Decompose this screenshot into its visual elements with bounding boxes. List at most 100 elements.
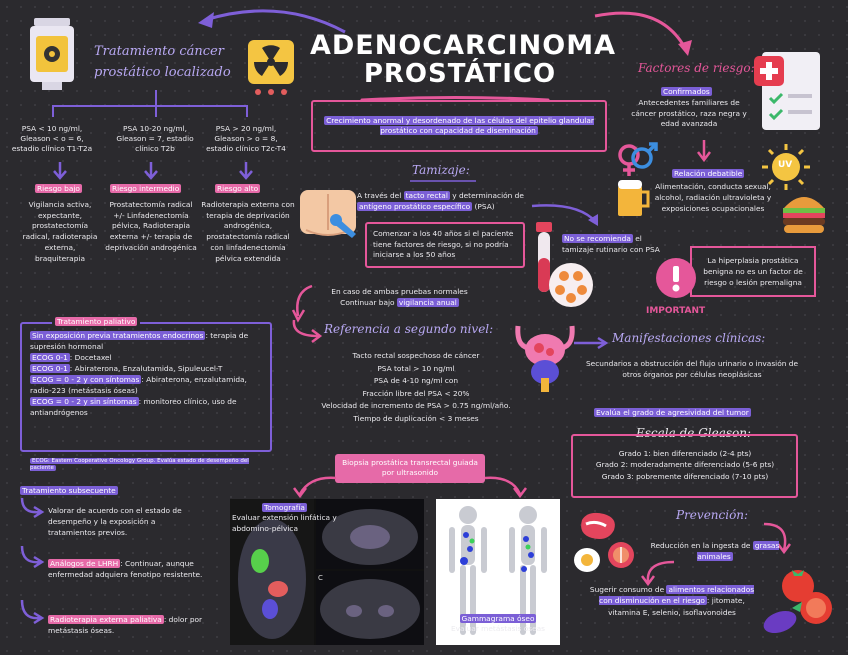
buttocks-icon <box>298 186 360 242</box>
intermediate-risk-criteria: PSA 10-20 ng/ml, Gleason = 7, estadio cl… <box>116 124 194 153</box>
high-risk-criteria: PSA > 20 ng/ml, Gleason > o = 8, estadio… <box>206 124 286 153</box>
prostate-icon <box>514 322 576 392</box>
gleason-list: Grado 1: bien diferenciado (2-4 pts) Gra… <box>576 448 794 482</box>
subsequent-item-2: Análogos de LHRH: Continuar, aunque enfe… <box>48 559 203 580</box>
referral-item: PSA total > 10 ng/ml <box>377 363 455 373</box>
blood-cells-icon <box>546 262 596 308</box>
tree-mid <box>155 105 157 117</box>
low-risk-criteria: PSA < 10 ng/ml, Gleason < o = 6, estadio… <box>11 124 93 153</box>
referral-item: PSA de 4-10 ng/ml con <box>373 376 459 386</box>
biopsy-arrows <box>293 476 527 498</box>
prevention-arrow-1 <box>763 522 791 555</box>
manifestations-text: Secundarios a obstrucción del flujo urin… <box>585 359 799 380</box>
prevention-heading: Prevención: <box>676 508 749 522</box>
debatable-text: Alimentación, conducta sexual, alcohol, … <box>654 182 772 214</box>
arrow-to-manifestations <box>574 336 609 350</box>
prevention-arrow-2 <box>641 560 675 587</box>
gender-icon <box>614 140 658 180</box>
palliative-list: Sin exposición previa tratamientos endoc… <box>30 331 266 419</box>
tomato-icon <box>772 562 836 626</box>
risk-factors-heading: Factores de riesgo: <box>638 61 755 75</box>
subsequent-arrows <box>20 497 45 625</box>
screening-age-box: Comenzar a los 40 años si el paciente ti… <box>365 222 525 269</box>
tree-right <box>246 105 248 117</box>
prevention-line1: Reducción en la ingesta de grasas animal… <box>650 541 780 562</box>
manifestations-heading: Manifestaciones clínicas: <box>612 331 766 345</box>
high-risk-treatment: Radioterapia externa con terapia de depr… <box>201 200 295 263</box>
treatment-localized-heading: Tratamiento cáncer prostático localizado <box>94 44 231 80</box>
palliative-item: ECOG = 0 - 2 y sin síntomas: monitoreo c… <box>30 396 237 417</box>
uv-label: UV <box>778 160 793 170</box>
gleason-box <box>571 434 798 498</box>
tomography-image <box>230 499 424 645</box>
referral-item: Velocidad de incremento de PSA > 0.75 ng… <box>321 401 511 411</box>
confirmed-label: Confirmados <box>661 87 712 96</box>
annual-surveillance-text: En caso de ambas pruebas normales Contin… <box>331 287 468 307</box>
not-recommended-text: No se recomienda el tamizaje rutinario c… <box>562 234 660 254</box>
gleason-item: Grado 2: moderadamente diferenciado (5-6… <box>595 460 775 470</box>
arrow-to-treatment <box>198 9 346 34</box>
tree-left <box>52 105 54 117</box>
tree-branch <box>52 105 248 107</box>
tree-trunk <box>155 90 157 106</box>
palliative-item: ECOG 0-1: Abiraterona, Enzalutamida, Sip… <box>30 363 223 373</box>
beer-icon <box>614 178 652 218</box>
referral-item: Fracción libre del PSA < 20% <box>362 388 470 398</box>
definition-text: Crecimiento anormal y desordenado de las… <box>324 116 594 135</box>
screening-text: A través del tacto rectal y determinació… <box>357 191 524 212</box>
low-risk-treatment: Vigilancia activa, expectante, prostatec… <box>22 200 98 263</box>
arrow-to-referral <box>292 319 323 343</box>
gleason-item: Grado 1: bien diferenciado (2-4 pts) <box>618 449 752 458</box>
bone-scan-image <box>436 499 560 645</box>
sun-uv-icon <box>760 142 812 192</box>
subsequent-item-3: Radioterapia externa paliativa: dolor po… <box>48 615 203 636</box>
referral-list: Tacto rectal sospechoso de cáncer PSA to… <box>300 350 532 425</box>
page-title: ADENOCARCINOMA PROSTÁTICO <box>310 30 616 89</box>
referral-item: Tacto rectal sospechoso de cáncer <box>352 351 480 360</box>
palliative-heading: Tratamiento paliativo <box>52 317 141 327</box>
ecog-footnote: ECOG: Eastern Cooperative Oncology Group… <box>30 458 249 472</box>
confirmed-text: Antecedentes familiares de cáncer prostá… <box>631 98 747 129</box>
tomography-caption: Tomografía Evaluar extensión linfática y… <box>232 503 337 533</box>
palliative-item: ECOG = 0 - 2 y con síntomas: Abiraterona… <box>30 374 247 395</box>
palliative-box <box>20 322 272 452</box>
eggplant-icon <box>762 600 806 636</box>
debatable-label: Relación debatible <box>672 169 745 178</box>
egg-icon <box>572 544 602 574</box>
steak-icon <box>578 510 618 542</box>
screening-underline <box>410 180 476 182</box>
important-label: IMPORTANT <box>646 306 706 316</box>
radiation-icon <box>244 38 298 98</box>
tomography-panel-c: C <box>318 574 323 582</box>
definition-box: Crecimiento anormal y desordenado de las… <box>311 100 607 152</box>
prevention-line2: Sugerir consumo de alimentos relacionado… <box>589 585 755 617</box>
subsequent-heading: Tratamiento subsecuente <box>20 486 118 495</box>
arrow-to-not-recommended <box>531 204 598 226</box>
title-line1: ADENOCARCINOMA <box>310 30 616 61</box>
arrow-to-annual <box>291 284 313 323</box>
arrow-to-debatable <box>697 140 711 163</box>
biopsy-box: Biopsia prostática transrectal guiada po… <box>335 454 485 483</box>
important-box: La hiperplasia prostática benigna no es … <box>690 246 816 298</box>
gleason-item: Grado 3: pobremente diferenciado (7-10 p… <box>601 471 769 481</box>
referral-heading: Referencia a segundo nivel: <box>324 322 494 336</box>
intermediate-risk-treatment: Prostatectomía radical +/- Linfadenectom… <box>105 200 197 252</box>
drug-vial-icon <box>28 18 76 90</box>
important-icon <box>654 256 698 306</box>
title-underline <box>360 96 550 102</box>
referral-item: Tiempo de duplicación < 3 meses <box>353 413 479 423</box>
down-arrows <box>53 162 253 180</box>
palliative-item: ECOG 0-1: Docetaxel <box>30 352 112 362</box>
high-risk-label: Riesgo alto <box>215 184 261 193</box>
palliative-item: Sin exposición previa tratamientos endoc… <box>30 331 249 351</box>
burger-icon <box>780 188 828 236</box>
test-tube-icon <box>530 222 558 300</box>
medical-record-icon <box>754 50 824 132</box>
arrow-to-risk-factors <box>594 11 692 56</box>
low-risk-label: Riesgo bajo <box>35 184 82 193</box>
gleason-pre: Evalúa el grado de agresividad del tumor <box>594 408 751 417</box>
screening-heading: Tamizaje: <box>412 163 470 177</box>
title-line2: PROSTÁTICO <box>363 59 557 89</box>
fish-icon <box>604 540 638 570</box>
